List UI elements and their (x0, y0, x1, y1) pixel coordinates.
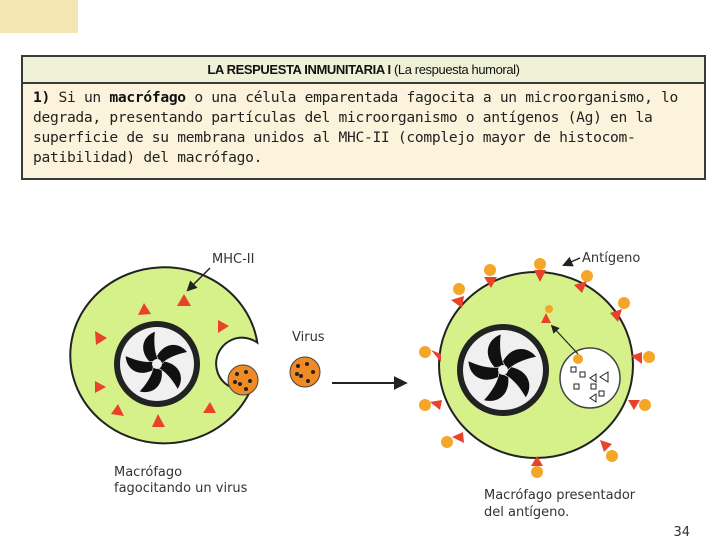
title-normal: (La respuesta humoral) (394, 62, 520, 77)
macrophage-presenting (419, 258, 655, 478)
mhc-antigen-complex (441, 432, 464, 448)
mhc-antigen-complex (600, 440, 618, 462)
mhc-antigen-complex (534, 258, 546, 282)
text-before: Si un (58, 89, 101, 106)
mhc-antigen-complex (610, 297, 630, 322)
mhc-marker (218, 320, 229, 333)
mhc-label: MHC-II (212, 252, 254, 267)
virus-label: Virus (292, 330, 325, 345)
mhc-antigen-complex (631, 351, 655, 364)
mhc-marker (138, 303, 151, 315)
mhc-antigen-complexes (419, 258, 655, 478)
mhc-pointer (186, 267, 211, 292)
mhc-markers-left (95, 294, 229, 427)
mhc-marker (152, 414, 165, 427)
antigen-path (541, 305, 579, 355)
right-caption-line2: del antígeno. (484, 505, 569, 520)
step-number: 1) (33, 89, 50, 106)
right-caption-line1: Macrófago presentador (484, 488, 636, 503)
left-caption-line2: fagocitando un virus (114, 481, 248, 496)
nucleus-right (457, 324, 549, 416)
mhc-antigen-complex (419, 399, 442, 411)
lysosome-vesicle (559, 347, 621, 409)
info-header: LA RESPUESTA INMUNITARIA I (La respuesta… (23, 57, 704, 84)
title-bold: LA RESPUESTA INMUNITARIA I (207, 62, 391, 77)
left-caption-line1: Macrófago (114, 465, 182, 480)
mhc-marker (95, 331, 107, 345)
corner-decoration (0, 0, 78, 33)
mhc-antigen-complex (628, 399, 651, 411)
macrophage-phagocytosing (69, 266, 259, 445)
antigen-label: Antígeno (582, 251, 640, 266)
mhc-antigen-complex (531, 456, 543, 478)
keyword: macrófago (109, 89, 186, 106)
virus-free (289, 356, 321, 388)
info-title: LA RESPUESTA INMUNITARIA I (La respuesta… (207, 62, 520, 77)
mhc-antigen-complex (574, 270, 593, 293)
info-paragraph: 1) Si un macrófago o una célula emparent… (23, 84, 704, 168)
text-after: o una célula emparentada fagocita a un m… (33, 89, 679, 166)
mhc-marker (95, 381, 106, 393)
virus-engulfed (227, 364, 259, 396)
mhc-marker (203, 402, 216, 413)
info-box: LA RESPUESTA INMUNITARIA I (La respuesta… (21, 55, 706, 180)
nucleus-left (114, 321, 200, 407)
page-number: 34 (673, 525, 690, 540)
mhc-marker (111, 404, 124, 416)
mhc-antigen-complex (419, 346, 441, 362)
antigen-pointer (562, 256, 581, 267)
mhc-antigen-complex (451, 283, 465, 308)
mhc-antigen-complex (484, 264, 497, 288)
mhc-marker (177, 294, 191, 306)
